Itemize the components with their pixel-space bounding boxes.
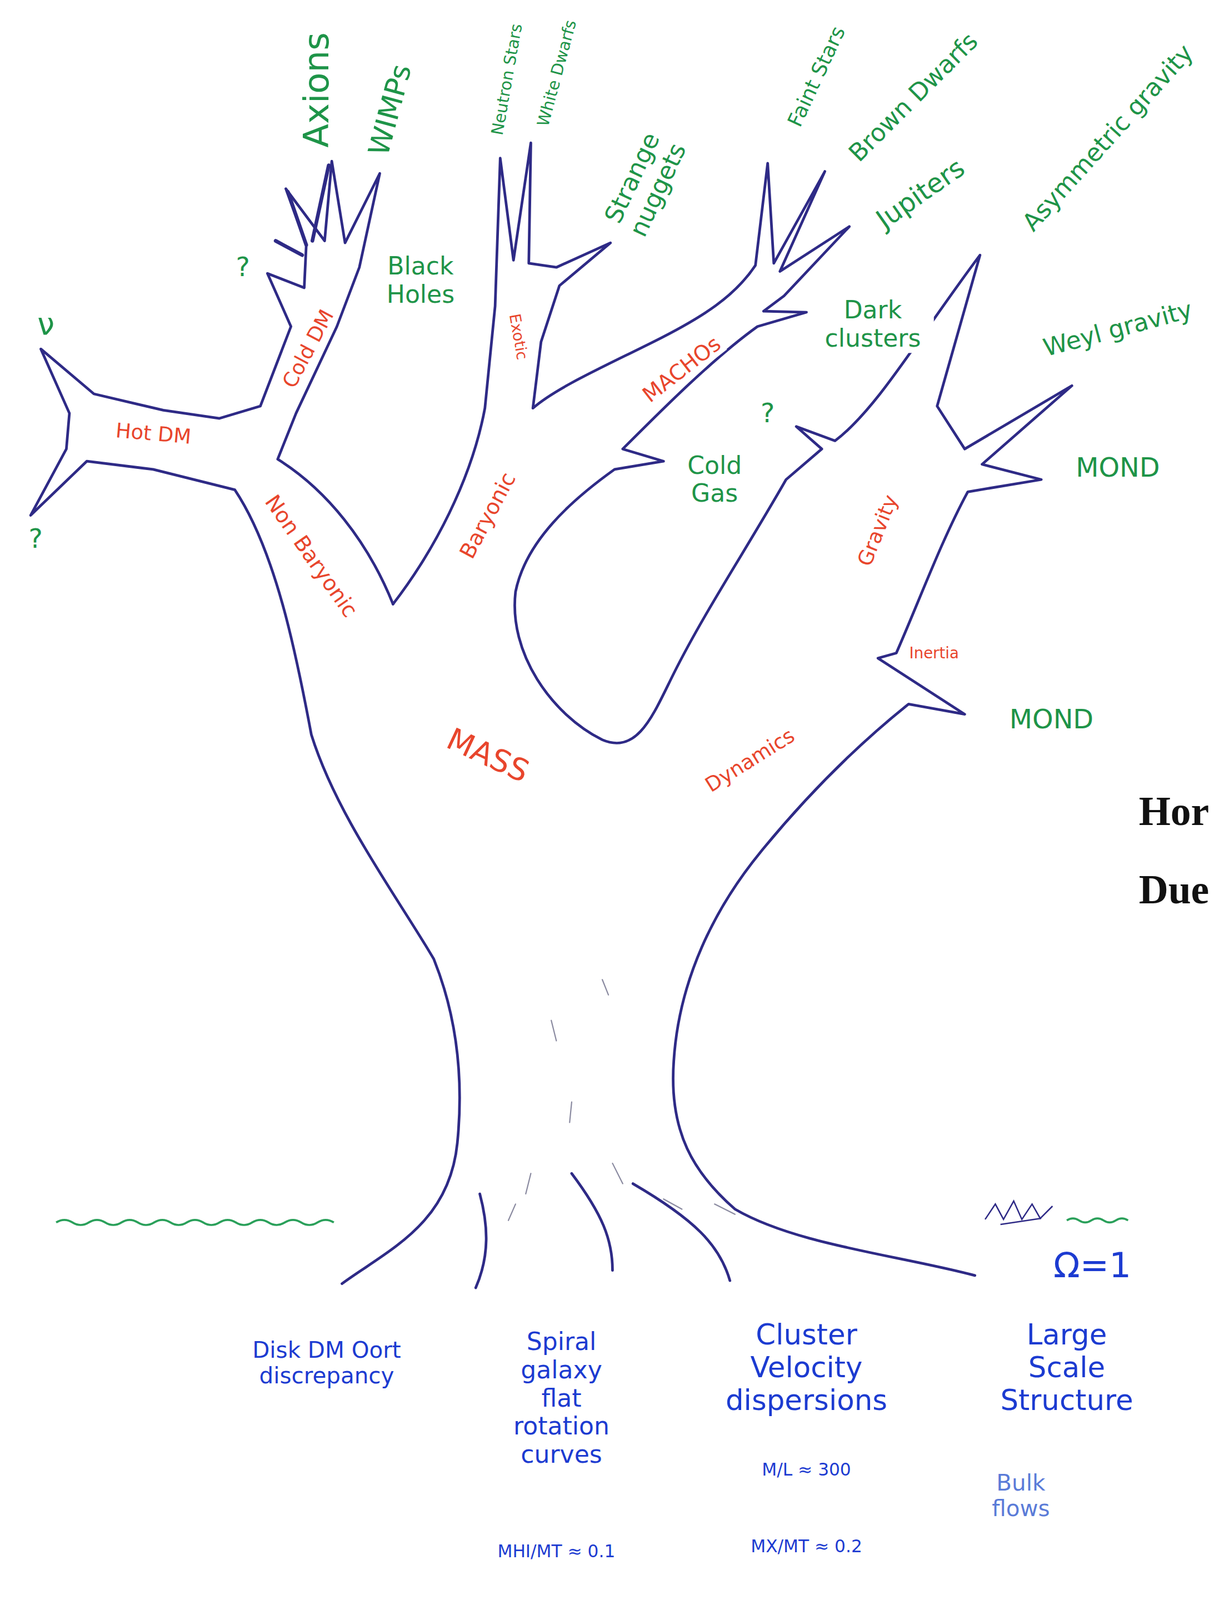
root-scribble: [985, 1201, 1053, 1225]
bark-mark: [508, 979, 736, 1221]
candidate-label: MOND: [1073, 452, 1162, 483]
evidence-label: Disk DM Oort discrepancy: [250, 1336, 404, 1389]
candidate-label: ?: [26, 523, 46, 555]
grass-line: [56, 1220, 334, 1226]
candidate-label: Black Holes: [377, 252, 464, 309]
tree-outline: [30, 161, 460, 1284]
evidence-label: Ω=1: [1051, 1245, 1134, 1286]
ratio-label: M/L ≈ 300: [759, 1460, 853, 1481]
branch-label: Baryonic: [453, 466, 522, 565]
candidate-label: White Dwarfs: [533, 16, 582, 132]
branch-label: Hot DM: [112, 418, 194, 450]
branch-label: MASS: [439, 720, 537, 791]
evidence-label: Cluster Velocity dispersions: [709, 1318, 904, 1417]
tree-root: [571, 1173, 613, 1271]
branch-label: Cold DM: [276, 303, 340, 394]
heading-fragment: Due: [1136, 866, 1212, 914]
candidate-label: ν: [35, 307, 57, 343]
evidence-label: Spiral galaxy flat rotation curves: [497, 1327, 626, 1470]
candidate-label: MOND: [1007, 704, 1096, 736]
axion-scribble: [275, 165, 329, 256]
candidate-label: Weyl gravity: [1038, 294, 1198, 363]
candidate-label: Faint Stars: [782, 20, 852, 133]
grass-line: [1066, 1218, 1128, 1223]
candidate-label: Asymmetric gravity: [1015, 37, 1201, 239]
candidate-label: Cold Gas: [678, 451, 751, 508]
branch-label: Dynamics: [699, 722, 802, 799]
candidate-label: ?: [233, 252, 253, 283]
branch-label: Gravity: [852, 490, 904, 573]
branch-label: Exotic: [505, 310, 532, 364]
candidate-label: WIMPs: [361, 58, 419, 162]
tree-root: [475, 1193, 487, 1288]
ratio-label: MX/MT ≈ 0.2: [748, 1536, 865, 1557]
candidate-label: Neutron Stars: [487, 20, 527, 139]
candidate-label: Jupiters: [868, 151, 973, 237]
tree-root: [632, 1183, 731, 1281]
tree-outline: [392, 142, 1072, 1276]
heading-fragment: Hor: [1136, 787, 1212, 836]
branch-label: Non Baryonic: [258, 488, 364, 624]
candidate-label: ?: [758, 398, 777, 429]
evidence-label: Large Scale Structure: [985, 1318, 1149, 1417]
candidate-label: Dark clusters: [811, 296, 934, 353]
candidate-label: Axions: [296, 30, 337, 150]
ratio-label: MHI/MT ≈ 0.1: [495, 1541, 618, 1562]
candidate-label: Brown Dwarfs: [842, 25, 986, 169]
candidate-label: Strange nuggets: [596, 121, 695, 247]
evidence-label: Bulk flows: [980, 1469, 1062, 1522]
branch-label: MACHOs: [636, 330, 728, 409]
branch-label: Inertia: [907, 644, 962, 663]
